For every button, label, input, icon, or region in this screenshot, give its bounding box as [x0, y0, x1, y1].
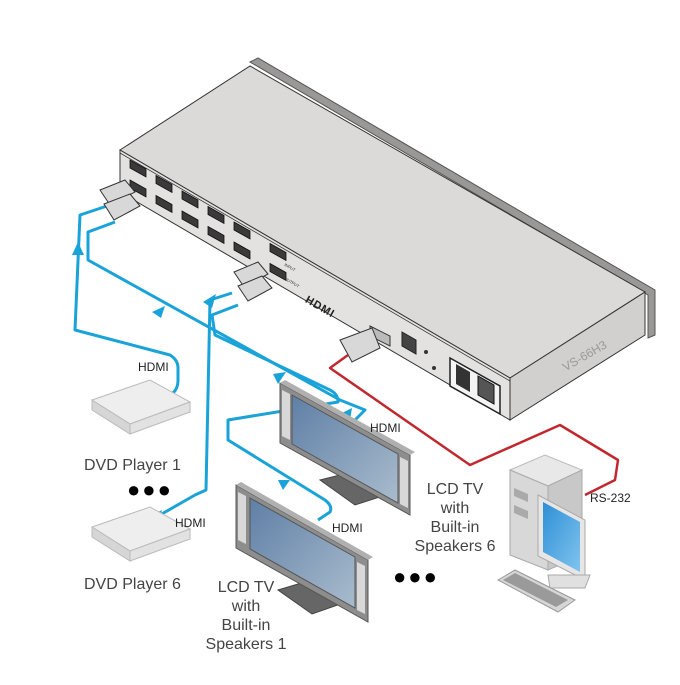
- rack-ear: [248, 57, 656, 339]
- hdmi-input-port[interactable]: [155, 174, 173, 194]
- hdmi-cable-dvd6: [159, 291, 233, 517]
- rs232-connector: [339, 327, 381, 363]
- arrow-icon: [203, 294, 216, 308]
- matrix-switcher: [119, 57, 656, 421]
- hdmi-port-array: [129, 159, 287, 282]
- lcd-tv-1-label-line: Speakers 1: [205, 636, 287, 653]
- lcd-tv-1-label-line: with: [231, 598, 261, 615]
- hdmi-label-dvd1: HDMI: [138, 360, 169, 374]
- arrow-icon: [72, 242, 84, 255]
- hdmi-input-port[interactable]: [181, 190, 199, 209]
- hdmi-input-port[interactable]: [269, 242, 287, 262]
- power-socket: [456, 364, 470, 392]
- hdmi-connector: [233, 261, 269, 288]
- chassis-side: [509, 291, 646, 421]
- hdmi-input-port[interactable]: [129, 159, 147, 178]
- reset-button[interactable]: [424, 350, 428, 354]
- displays-ellipsis: ●●●: [393, 564, 439, 589]
- hdmi-connector: [103, 193, 141, 221]
- arrow-icon: [273, 372, 286, 384]
- lcd-tv-1-label-line: LCD TV: [217, 579, 275, 596]
- hdmi-output-port[interactable]: [155, 194, 173, 214]
- hdmi-label-dvd6: HDMI: [175, 516, 206, 530]
- lcd-tv-6-label-line: Speakers 6: [414, 538, 496, 555]
- cable-connectors: [99, 179, 381, 363]
- hdmi-label-tv1: HDMI: [332, 521, 363, 535]
- hdmi-output-port[interactable]: [181, 210, 199, 229]
- lcd-tv-1-label-line: Built-in: [221, 617, 271, 634]
- lcd-tv-6-label-line: Built-in: [430, 519, 480, 536]
- power-switch[interactable]: [477, 375, 495, 405]
- lcd-tv-1-label: LCD TV with Built-in Speakers 1: [196, 578, 296, 654]
- dvd-player-6: [90, 506, 192, 562]
- rs232-cable: [328, 353, 620, 497]
- ethernet-port[interactable]: [401, 331, 417, 355]
- lcd-tv-6-label-line: with: [440, 500, 470, 517]
- dvd-player-1: [90, 379, 192, 435]
- lcd-tv-1: [235, 482, 373, 623]
- hdmi-label-tv6: HDMI: [370, 421, 401, 435]
- sources-ellipsis: ●●●: [127, 477, 173, 502]
- hdmi-connector: [99, 179, 136, 206]
- lcd-tv-6: [279, 380, 415, 516]
- hdmi-output-port[interactable]: [233, 241, 251, 260]
- dvd-player-1-label: DVD Player 1: [84, 457, 181, 474]
- dvd-player-6-label: DVD Player 6: [84, 576, 181, 593]
- arrow-icon: [278, 480, 290, 490]
- lcd-tv-6-label: LCD TV with Built-in Speakers 6: [405, 480, 505, 556]
- hdmi-output-port[interactable]: [269, 262, 287, 282]
- hdmi-output-port[interactable]: [207, 225, 225, 245]
- indicator-led: [432, 366, 436, 370]
- hdmi-input-port[interactable]: [207, 205, 225, 225]
- lcd-tv-6-label-line: LCD TV: [426, 481, 484, 498]
- rs232-label: RS-232: [590, 491, 631, 505]
- pc-controller: [496, 454, 591, 613]
- hdmi-connector: [237, 275, 273, 302]
- hdmi-input-port[interactable]: [233, 221, 251, 240]
- arrow-icon: [152, 306, 165, 318]
